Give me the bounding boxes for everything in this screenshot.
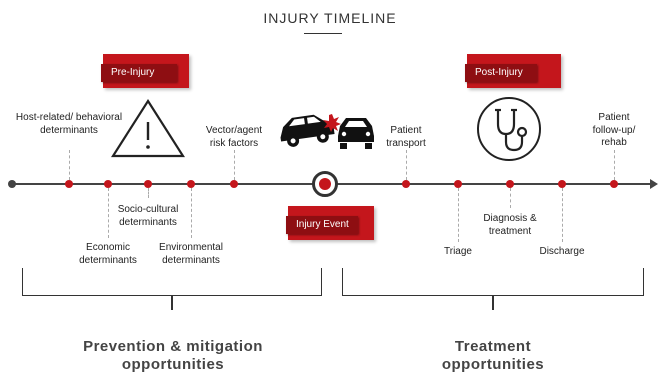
marker-vector bbox=[230, 180, 238, 188]
leader-diagnosis bbox=[510, 188, 511, 208]
label-discharge: Discharge bbox=[539, 246, 585, 257]
stethoscope-icon bbox=[477, 97, 541, 161]
prevention-bracket bbox=[22, 268, 322, 296]
car-crash-icon bbox=[280, 114, 374, 149]
post-injury-tag: Post-Injury bbox=[465, 54, 561, 88]
label-host-line2: determinants bbox=[40, 124, 98, 136]
prevention-section-title: Prevention & mitigation opportunities bbox=[40, 338, 306, 374]
pre-injury-label: Pre-Injury bbox=[101, 64, 177, 82]
label-host-line1: Host-related/ behavioral bbox=[15, 112, 123, 123]
post-injury-label: Post-Injury bbox=[465, 64, 537, 82]
label-socio-line1: Socio-cultural bbox=[117, 204, 179, 215]
label-triage: Triage bbox=[444, 246, 472, 257]
marker-host bbox=[65, 180, 73, 188]
treatment-bracket-tick bbox=[492, 296, 494, 310]
treatment-section-title: Treatment opportunities bbox=[412, 338, 574, 374]
injury-event-tag: Injury Event bbox=[286, 206, 374, 240]
label-followup-line1: Patient bbox=[598, 112, 630, 123]
marker-followup bbox=[610, 180, 618, 188]
leader-followup bbox=[614, 150, 615, 180]
label-environmental: Environmental determinants bbox=[151, 242, 231, 267]
label-diagnosis: Diagnosis & treatment bbox=[475, 213, 545, 238]
marker-diagnosis bbox=[506, 180, 514, 188]
label-followup-line2: follow-up/ bbox=[592, 124, 636, 136]
label-followup-line3: rehab bbox=[601, 137, 627, 148]
label-economic-line2: determinants bbox=[79, 254, 137, 266]
timeline-start-dot bbox=[8, 180, 16, 188]
prevention-title-line2: opportunities bbox=[121, 356, 225, 373]
marker-transport bbox=[402, 180, 410, 188]
label-vector-line1: Vector/agent bbox=[205, 125, 263, 136]
treatment-title-line2: opportunities bbox=[441, 356, 545, 373]
leader-economic bbox=[108, 188, 109, 238]
marker-discharge bbox=[558, 180, 566, 188]
leader-triage bbox=[458, 188, 459, 242]
treatment-bracket bbox=[342, 268, 644, 296]
label-host-related: Host-related/ behavioral determinants bbox=[4, 112, 134, 137]
label-transport-line1: Patient bbox=[390, 125, 422, 136]
leader-environmental bbox=[191, 188, 192, 238]
leader-host bbox=[69, 150, 70, 180]
injury-event-marker-center bbox=[319, 178, 331, 190]
marker-socio bbox=[144, 180, 152, 188]
page-title: INJURY TIMELINE bbox=[263, 10, 397, 26]
label-environmental-line1: Environmental bbox=[159, 242, 223, 253]
label-transport-line2: transport bbox=[386, 137, 426, 149]
injury-event-label: Injury Event bbox=[286, 216, 358, 234]
label-environmental-line2: determinants bbox=[162, 254, 220, 266]
label-diagnosis-line1: Diagnosis & bbox=[483, 213, 537, 224]
label-vector-agent: Vector/agent risk factors bbox=[194, 125, 274, 150]
label-economic: Economic determinants bbox=[73, 242, 143, 267]
title-underline bbox=[304, 33, 342, 34]
treatment-title-line1: Treatment bbox=[454, 338, 532, 355]
pre-injury-tag: Pre-Injury bbox=[101, 54, 189, 88]
leader-discharge bbox=[562, 188, 563, 242]
label-socio-cultural: Socio-cultural determinants bbox=[108, 204, 188, 229]
label-follow-up: Patient follow-up/ rehab bbox=[579, 112, 649, 150]
leader-transport bbox=[406, 150, 407, 180]
label-diagnosis-line2: treatment bbox=[488, 225, 532, 237]
timeline-arrow-icon bbox=[650, 179, 658, 189]
leader-vector bbox=[234, 150, 235, 180]
warning-triangle-icon bbox=[110, 98, 186, 158]
label-patient-transport: Patient transport bbox=[376, 125, 436, 150]
label-socio-line2: determinants bbox=[119, 216, 177, 228]
leader-socio bbox=[148, 188, 149, 198]
prevention-bracket-tick bbox=[171, 296, 173, 310]
prevention-title-line1: Prevention & mitigation bbox=[83, 338, 263, 355]
label-vector-line2: risk factors bbox=[209, 137, 259, 149]
marker-triage bbox=[454, 180, 462, 188]
label-economic-line1: Economic bbox=[86, 242, 130, 253]
marker-environmental bbox=[187, 180, 195, 188]
marker-economic bbox=[104, 180, 112, 188]
